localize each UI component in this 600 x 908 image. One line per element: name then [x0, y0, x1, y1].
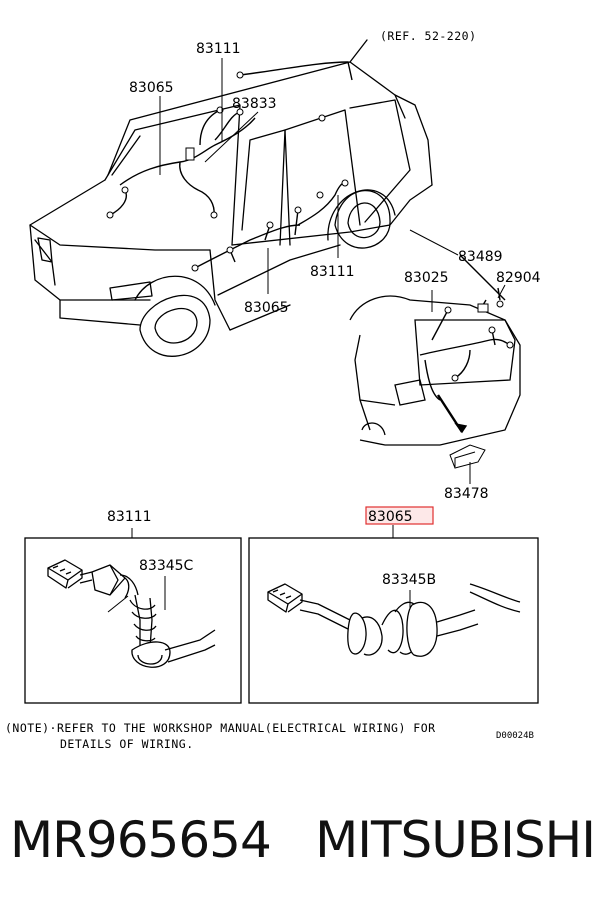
vehicle-drawing — [29, 39, 433, 357]
label-83111-mid: 83111 — [310, 264, 355, 280]
rear-leader-lines — [431, 284, 506, 484]
rear-view-drawing — [349, 295, 521, 446]
detail-left-title: 83111 — [107, 509, 152, 525]
wiring-harness-roof — [109, 61, 353, 269]
detail-right-highlight — [365, 506, 434, 525]
connector-dots — [106, 71, 349, 272]
note-line-2: DETAILS OF WIRING. — [60, 737, 194, 751]
label-83478: 83478 — [444, 486, 489, 502]
rear-connectors — [444, 300, 514, 469]
grommet-83345b-drawing — [267, 583, 521, 657]
label-83065-mid: 83065 — [244, 300, 289, 316]
label-83025: 83025 — [404, 270, 449, 286]
detail-right-panel — [248, 537, 539, 704]
label-83065-left: 83065 — [129, 80, 174, 96]
leader-lines — [159, 58, 459, 294]
detail-left-part-label: 83345C — [139, 558, 194, 574]
part-caption: MR965654 MITSUBISHI — [10, 800, 596, 880]
parts-diagram: (REF. 52-220) 83111 83065 83833 83111 83… — [5, 29, 541, 751]
diagram-code: D00024B — [496, 731, 534, 741]
detail-right-part-label: 83345B — [382, 572, 436, 588]
label-83489: 83489 — [458, 249, 503, 265]
label-82904: 82904 — [496, 270, 541, 286]
label-83833: 83833 — [232, 96, 277, 112]
grommet-83345c-drawing — [47, 559, 216, 668]
detail-left-panel — [24, 537, 242, 704]
note-line-1: (NOTE)·REFER TO THE WORKSHOP MANUAL(ELEC… — [5, 721, 436, 735]
ref-label: (REF. 52-220) — [380, 29, 477, 43]
label-83111-top: 83111 — [196, 41, 241, 57]
detail-right-title: 83065 — [368, 509, 413, 525]
brand-name: MITSUBISHI — [315, 811, 596, 869]
part-number: MR965654 — [10, 811, 272, 869]
